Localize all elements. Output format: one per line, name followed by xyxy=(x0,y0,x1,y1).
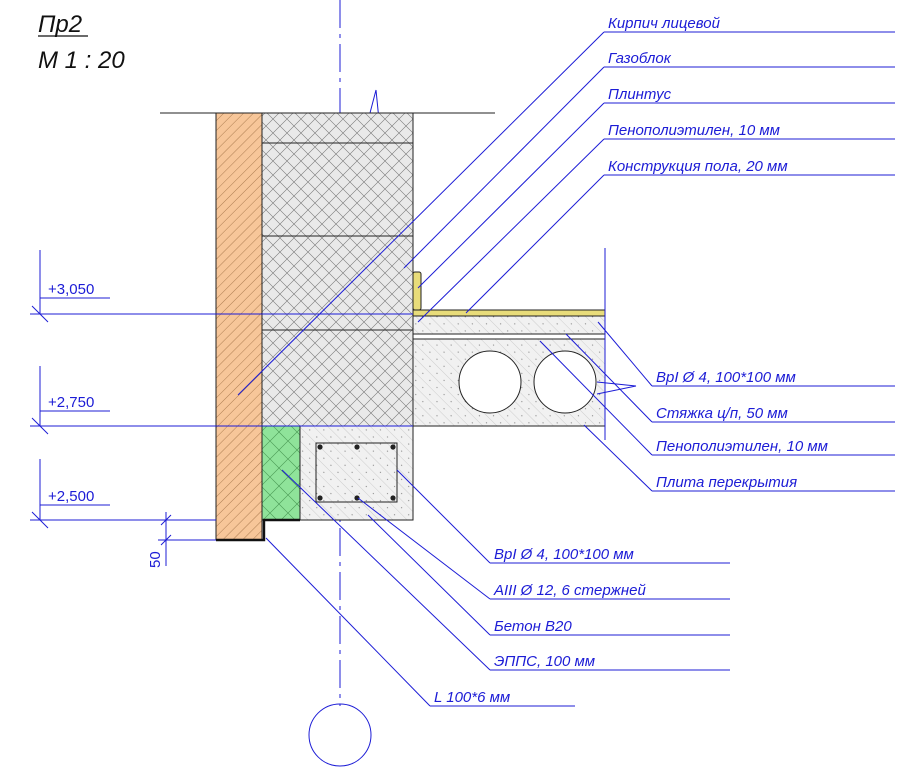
epps-insulation xyxy=(261,425,301,521)
gas-block-wall xyxy=(261,112,414,427)
level-label: +2,750 xyxy=(48,394,94,411)
callout-screed: Стяжка ц/п, 50 мм xyxy=(565,333,895,423)
rebar-cage xyxy=(315,442,398,503)
svg-text:Пенополиэтилен, 10 мм: Пенополиэтилен, 10 мм xyxy=(608,122,780,139)
callout-gas-block: Газоблок xyxy=(403,50,895,269)
dimension-50: 50 xyxy=(147,512,216,568)
svg-text:BpI Ø 4, 100*100 мм: BpI Ø 4, 100*100 мм xyxy=(494,546,634,563)
level-label: +3,050 xyxy=(48,281,94,298)
svg-text:BpI Ø 4, 100*100 мм: BpI Ø 4, 100*100 мм xyxy=(656,369,796,386)
scale-label: М 1 : 20 xyxy=(38,47,125,74)
svg-text:Стяжка ц/п, 50 мм: Стяжка ц/п, 50 мм xyxy=(656,405,788,422)
callout-facing-brick: Кирпич лицевой xyxy=(237,15,895,396)
svg-text:Пенополиэтилен, 10 мм: Пенополиэтилен, 10 мм xyxy=(656,438,828,455)
slab-void xyxy=(533,350,597,414)
svg-text:Кирпич лицевой: Кирпич лицевой xyxy=(608,15,721,32)
level-label: +2,500 xyxy=(48,488,94,505)
callout-mesh-top: BpI Ø 4, 100*100 мм xyxy=(596,321,895,395)
ring-beam xyxy=(299,425,414,521)
callout-angle: L 100*6 мм xyxy=(265,537,575,707)
foam-layer xyxy=(412,333,606,340)
screed xyxy=(412,315,606,335)
callout-slab: Плита перекрытия xyxy=(583,424,895,492)
svg-text:Газоблок: Газоблок xyxy=(608,50,672,67)
level-marker: +2,750 xyxy=(30,366,413,435)
svg-text:Бетон В20: Бетон В20 xyxy=(494,618,572,635)
svg-text:Плита перекрытия: Плита перекрытия xyxy=(656,474,797,491)
svg-text:AIII Ø 12, 6 стержней: AIII Ø 12, 6 стержней xyxy=(493,582,646,599)
axis-bubble xyxy=(308,703,372,767)
callout-rebar: AIII Ø 12, 6 стержней xyxy=(357,497,730,600)
svg-text:ЭППС, 100 мм: ЭППС, 100 мм xyxy=(494,653,595,670)
steel-angle xyxy=(216,518,300,542)
rebar-bars xyxy=(317,444,396,501)
callout-mesh-beam: BpI Ø 4, 100*100 мм xyxy=(396,469,730,564)
svg-text:Плинтус: Плинтус xyxy=(608,86,672,103)
callout-concrete: Бетон В20 xyxy=(367,514,730,636)
plinth xyxy=(412,271,422,311)
slab-void xyxy=(458,350,522,414)
callout-foam-top: Пенополиэтилен, 10 мм xyxy=(417,122,895,323)
facing-brick xyxy=(215,112,263,541)
level-marker: +2,500 xyxy=(30,459,216,529)
dimension-label: 50 xyxy=(147,551,164,568)
floor-finish xyxy=(412,309,606,317)
svg-text:L 100*6 мм: L 100*6 мм xyxy=(434,689,510,706)
svg-text:Конструкция пола, 20 мм: Конструкция пола, 20 мм xyxy=(608,158,788,175)
callout-plinth: Плинтус xyxy=(417,86,895,289)
callout-epps: ЭППС, 100 мм xyxy=(281,469,730,671)
section-title: Пр2 xyxy=(38,11,82,38)
callout-floor-construction: Конструкция пола, 20 мм xyxy=(465,158,895,314)
callout-foam-mid: Пенополиэтилен, 10 мм xyxy=(539,340,895,456)
level-marker: +3,050 xyxy=(30,250,413,323)
